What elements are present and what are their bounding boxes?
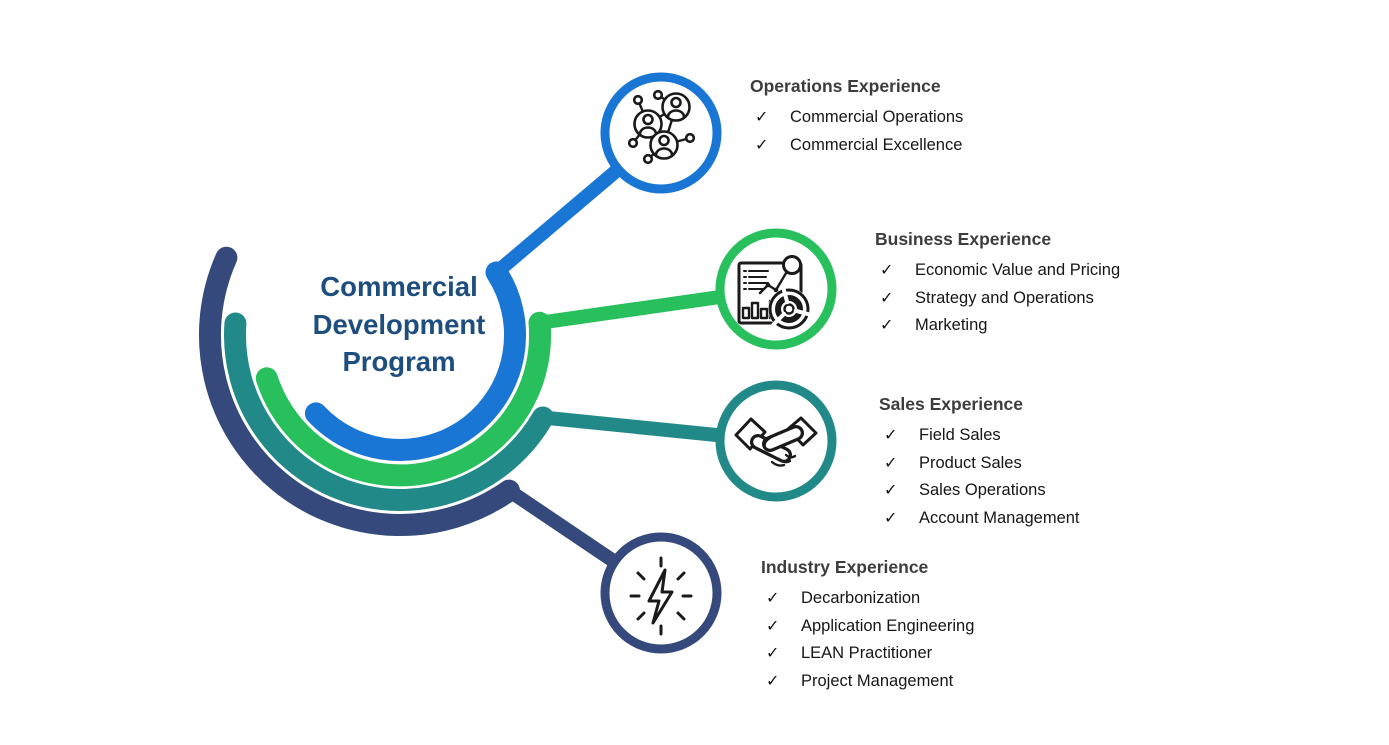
operations-text-block: Operations Experience ✓ Commercial Opera… — [750, 75, 963, 159]
item-label: Project Management — [801, 671, 954, 690]
industry-badge — [600, 532, 722, 654]
operations-heading: Operations Experience — [750, 76, 941, 96]
item-label: Product Sales — [919, 453, 1022, 472]
check-icon: ✓ — [766, 645, 780, 663]
check-icon: ✓ — [755, 109, 769, 126]
check-icon: ✓ — [880, 317, 894, 335]
program-title-line-3: Program — [342, 346, 456, 377]
check-icon: ✓ — [884, 509, 898, 527]
sales-arc — [224, 312, 554, 511]
sales-heading: Sales Experience — [879, 394, 1023, 414]
list-item: ✓ Commercial Operations — [755, 104, 963, 132]
check-icon: ✓ — [766, 590, 780, 607]
check-icon: ✓ — [884, 482, 898, 500]
list-item: ✓ Sales Operations — [884, 477, 1080, 505]
check-icon: ✓ — [766, 672, 780, 690]
sales-text-block: Sales Experience ✓ Field Sales ✓ Product… — [879, 393, 1080, 532]
item-label: Field Sales — [919, 426, 1001, 444]
item-label: Commercial Operations — [790, 108, 964, 126]
check-icon: ✓ — [880, 262, 894, 279]
check-icon: ✓ — [884, 454, 898, 472]
check-icon: ✓ — [755, 136, 769, 154]
item-label: LEAN Practitioner — [801, 644, 933, 663]
list-item: ✓ Product Sales — [884, 450, 1080, 478]
business-badge — [715, 228, 837, 350]
program-title-line-2: Development — [312, 308, 486, 340]
operations-arc — [304, 261, 526, 461]
list-item: ✓ Economic Value and Pricing — [880, 257, 1120, 285]
list-item: ✓ Marketing — [880, 312, 1120, 340]
item-label: Sales Operations — [919, 481, 1046, 500]
list-item: ✓ Decarbonization — [766, 585, 974, 613]
item-label: Commercial Excellence — [790, 135, 963, 154]
analytics-dashboard-icon — [737, 255, 813, 330]
item-label: Economic Value and Pricing — [915, 261, 1121, 279]
item-label: Account Management — [919, 508, 1080, 527]
sales-items: ✓ Field Sales ✓ Product Sales ✓ Sales Op… — [879, 422, 1080, 532]
list-item: ✓ Project Management — [766, 668, 974, 696]
list-item: ✓ Strategy and Operations — [880, 285, 1120, 313]
list-item: ✓ Account Management — [884, 505, 1080, 533]
item-label: Application Engineering — [801, 616, 975, 635]
operations-badge — [600, 72, 722, 194]
business-heading: Business Experience — [875, 229, 1052, 249]
item-label: Strategy and Operations — [915, 288, 1094, 307]
business-arc — [255, 311, 552, 487]
item-label: Decarbonization — [801, 589, 921, 607]
program-title-line-1: Commercial — [320, 271, 478, 302]
check-icon: ✓ — [884, 427, 898, 444]
industry-arc — [198, 246, 520, 536]
list-item: ✓ Commercial Excellence — [755, 132, 963, 160]
industry-items: ✓ Decarbonization ✓ Application Engineer… — [761, 585, 974, 695]
check-icon: ✓ — [766, 617, 780, 635]
check-icon: ✓ — [880, 289, 894, 307]
list-item: ✓ Application Engineering — [766, 613, 974, 641]
business-items: ✓ Economic Value and Pricing ✓ Strategy … — [875, 257, 1120, 340]
operations-items: ✓ Commercial Operations ✓ Commercial Exc… — [750, 104, 963, 159]
sales-badge — [715, 380, 837, 502]
list-item: ✓ LEAN Practitioner — [766, 640, 974, 668]
item-label: Marketing — [915, 316, 988, 335]
people-network-icon — [627, 89, 696, 165]
industry-heading: Industry Experience — [761, 557, 929, 577]
business-text-block: Business Experience ✓ Economic Value and… — [875, 228, 1120, 340]
lightning-bolt-icon — [629, 556, 693, 636]
industry-text-block: Industry Experience ✓ Decarbonization ✓ … — [761, 556, 974, 695]
handshake-icon — [734, 416, 818, 467]
list-item: ✓ Field Sales — [884, 422, 1080, 450]
program-title: Commercial Development Program — [257, 268, 541, 381]
